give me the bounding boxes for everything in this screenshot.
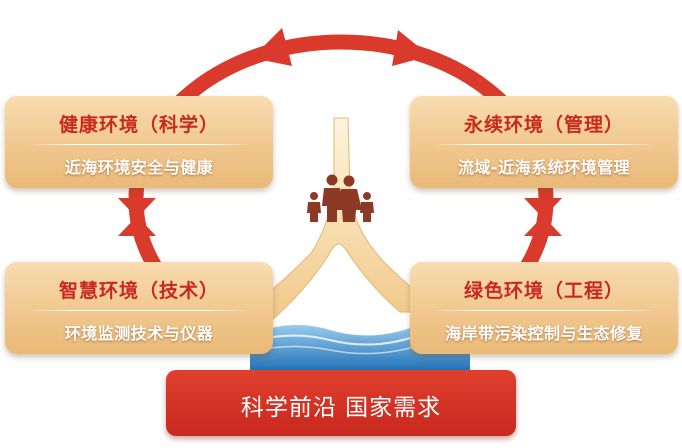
card-title: 健康环境（科学） [58, 114, 219, 136]
family-icon [307, 174, 374, 222]
card-title: 智慧环境（技术） [58, 280, 219, 302]
base-banner: 科学前沿 国家需求 [166, 370, 516, 436]
card-title: 绿色环境（工程） [463, 280, 624, 302]
card-subtitle: 近海环境安全与健康 [64, 158, 214, 177]
arrow-head-icon [252, 28, 292, 66]
card-divider [432, 310, 656, 311]
arrow-head-icon [524, 216, 562, 236]
card-healthy-environment: 健康环境（科学） 近海环境安全与健康 [5, 96, 273, 188]
arrow-head-icon [392, 30, 430, 66]
arrow-head-icon [118, 216, 156, 236]
card-title: 永续环境（管理） [463, 114, 624, 136]
base-banner-text: 科学前沿 国家需求 [240, 395, 442, 421]
card-divider [27, 310, 251, 311]
card-sustainable-environment: 永续环境（管理） 流域-近海系统环境管理 [410, 96, 678, 188]
growth-path-icon [230, 117, 447, 321]
card-divider [432, 144, 656, 145]
card-smart-environment: 智慧环境（技术） 环境监测技术与仪器 [5, 262, 273, 354]
card-subtitle: 海岸带污染控制与生态修复 [444, 324, 643, 343]
arrow-head-icon [524, 198, 562, 218]
card-divider [27, 144, 251, 145]
card-green-environment: 绿色环境（工程） 海岸带污染控制与生态修复 [410, 262, 678, 354]
arrow-head-icon [118, 198, 156, 218]
card-subtitle: 流域-近海系统环境管理 [457, 158, 631, 177]
card-subtitle: 环境监测技术与仪器 [64, 324, 214, 343]
